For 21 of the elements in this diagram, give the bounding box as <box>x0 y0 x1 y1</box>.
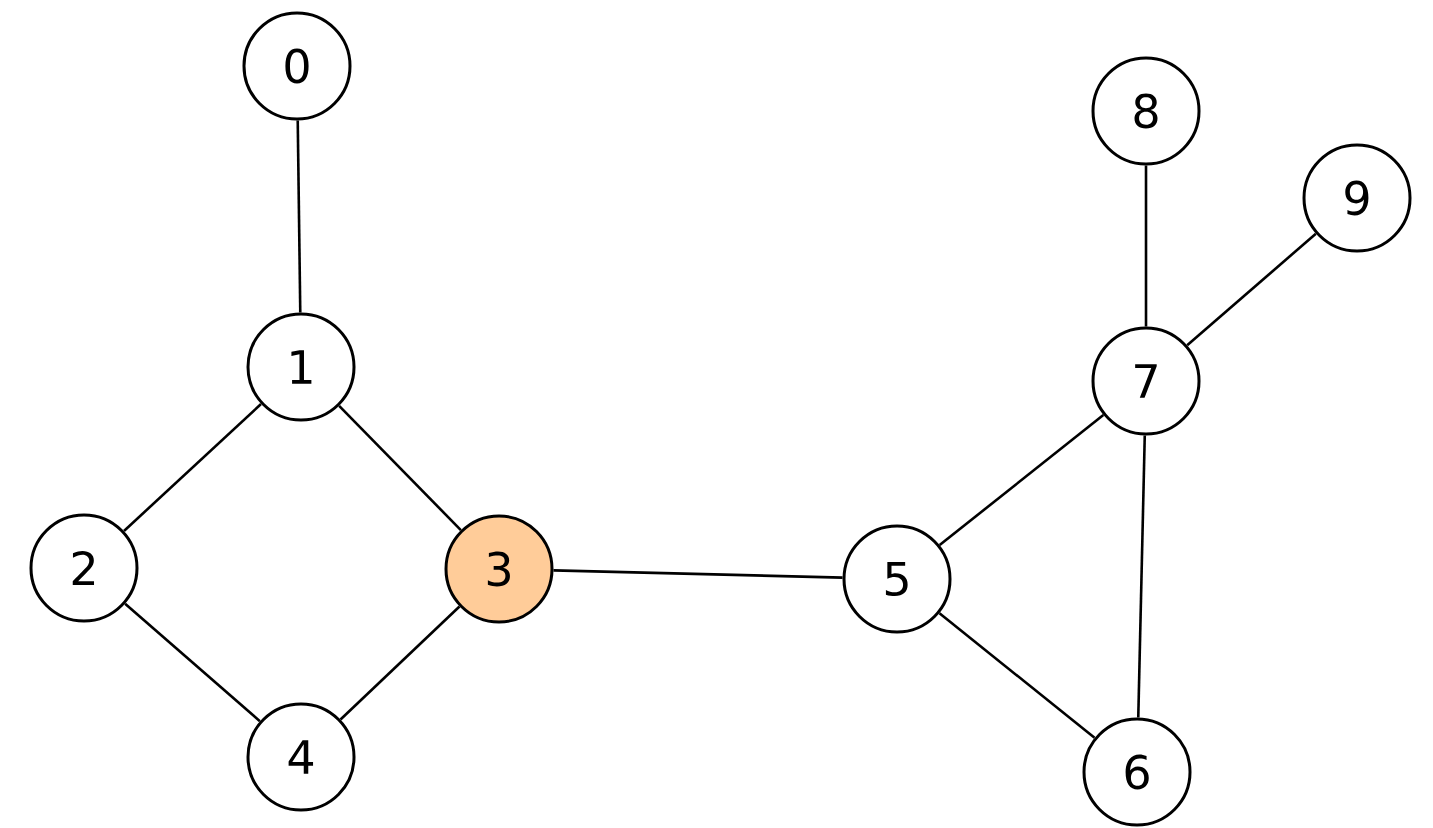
edge-line <box>1144 165 1148 327</box>
graph-node: 6 <box>1082 717 1192 827</box>
edge-line <box>123 403 262 532</box>
graph-node: 1 <box>246 312 356 422</box>
graph-node: 9 <box>1302 143 1412 253</box>
graph-node: 4 <box>246 702 356 812</box>
graph-node: 2 <box>29 513 139 623</box>
edge-line <box>338 405 462 531</box>
graph-node: 8 <box>1091 56 1201 166</box>
edge-line <box>339 605 461 721</box>
graph-node: 3 <box>444 514 554 624</box>
edge-line <box>553 569 843 579</box>
graph-node: 5 <box>842 524 952 634</box>
graph-node: 0 <box>242 11 352 121</box>
edge-line <box>938 413 1105 547</box>
edge-line <box>1186 232 1317 347</box>
edge-line <box>1136 435 1147 718</box>
edge-line <box>938 612 1096 739</box>
edge-line <box>296 120 302 313</box>
edge-line <box>124 602 261 723</box>
graph-node: 7 <box>1091 326 1201 436</box>
